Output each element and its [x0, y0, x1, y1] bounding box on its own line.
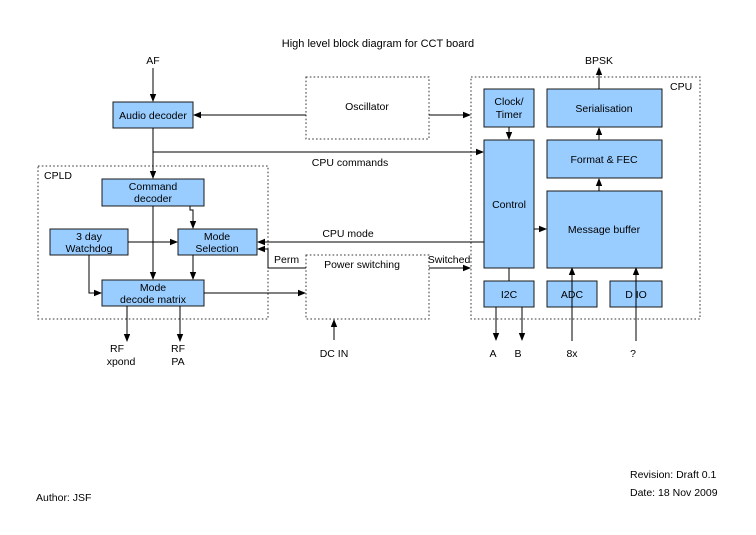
- rf-pa-label-1: RF: [171, 343, 185, 355]
- mode-decode-matrix-label-2: decode matrix: [120, 294, 187, 306]
- watchdog-to-matrix-arrow: [88, 255, 102, 297]
- cpu-group: [470, 76, 701, 320]
- message-buffer-label: Message buffer: [568, 224, 641, 236]
- date-text: Date: 18 Nov 2009: [630, 487, 718, 499]
- watchdog-label-1: 3 day: [76, 231, 102, 243]
- control-block: [483, 139, 535, 269]
- serialisation-block: [546, 88, 663, 128]
- mode-selection-label-1: Mode: [204, 231, 230, 243]
- clock-timer-block: [483, 88, 535, 128]
- i2c-b-label: B: [514, 348, 521, 360]
- format-fec-label: Format & FEC: [570, 154, 638, 166]
- diagram-title: High level block diagram for CCT board: [282, 38, 474, 50]
- power-switching-label: Power switching: [324, 259, 400, 271]
- clock-timer-label-2: Timer: [496, 109, 523, 121]
- mode-decode-matrix-label-1: Mode: [140, 282, 166, 294]
- command-decoder-block: [101, 178, 205, 207]
- message-buffer-block: [546, 190, 663, 269]
- af-signal-label: AF: [146, 55, 159, 67]
- author-text: Author: JSF: [36, 492, 91, 504]
- rf-xpond-label-1: RF: [110, 343, 124, 355]
- format-fec-block: [546, 139, 663, 179]
- clock-timer-label-1: Clock/: [494, 96, 523, 108]
- oscillator-block: [305, 76, 430, 140]
- cpu-mode-label: CPU mode: [322, 228, 374, 240]
- audio-decoder-block: [112, 101, 194, 129]
- i2c-a-label: A: [489, 348, 496, 360]
- dio-in-label: ?: [630, 348, 636, 360]
- control-label: Control: [492, 199, 526, 211]
- cpld-group-label: CPLD: [44, 170, 72, 182]
- revision-text: Revision: Draft 0.1: [630, 469, 717, 481]
- command-decoder-label-1: Command: [129, 181, 178, 193]
- mode-selection-label-2: Selection: [195, 243, 238, 255]
- power-switching-block: [305, 254, 430, 320]
- adc-in-label: 8x: [566, 348, 578, 360]
- oscillator-label: Oscillator: [345, 101, 389, 113]
- dc-in-label: DC IN: [320, 348, 349, 360]
- cmd-to-modesel-arrow: [189, 206, 197, 229]
- i2c-label: I2C: [501, 289, 518, 301]
- rf-xpond-label-2: xpond: [107, 356, 136, 368]
- cpu-group-label: CPU: [670, 81, 692, 93]
- rf-pa-label-2: PA: [171, 356, 184, 368]
- audio-decoder-label: Audio decoder: [119, 110, 187, 122]
- bpsk-label: BPSK: [585, 55, 613, 67]
- perm-arrow: [257, 245, 306, 269]
- watchdog-label-2: Watchdog: [66, 243, 113, 255]
- command-decoder-label-2: decoder: [134, 193, 172, 205]
- perm-label: Perm: [274, 254, 299, 266]
- cpu-commands-label: CPU commands: [312, 157, 388, 169]
- switched-label: Switched: [428, 254, 471, 266]
- serialisation-label: Serialisation: [575, 103, 632, 115]
